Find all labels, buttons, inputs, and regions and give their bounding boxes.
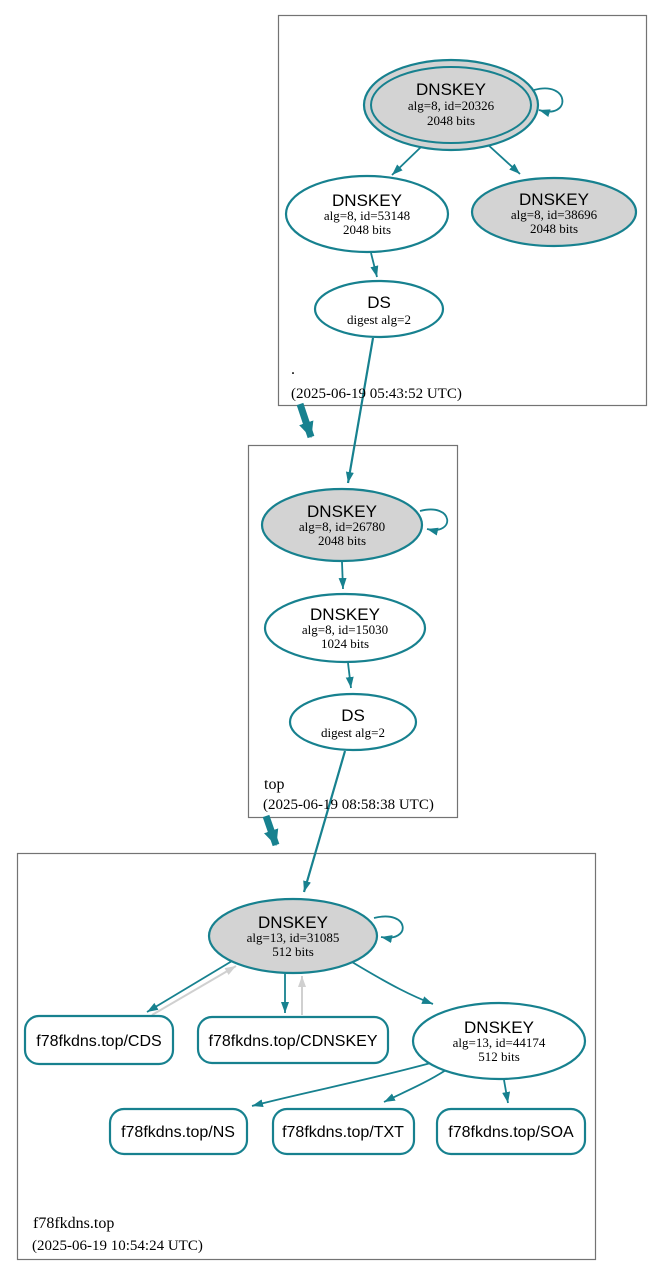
node-f78-ksk-alg: alg=13, id=31085: [247, 930, 340, 945]
zone-label-top: top: [264, 776, 284, 793]
node-f78-rrset-soa: f78fkdns.top/SOA: [435, 1107, 587, 1156]
node-root-ds-shape: [313, 279, 445, 339]
node-root-zsk-title: DNSKEY: [332, 191, 402, 210]
node-top-zsk-size: 1024 bits: [321, 636, 369, 651]
delegation-arrow-top-to-f78fkdns: [262, 814, 280, 847]
edge-f78-zsk-to-ns: [251, 1060, 439, 1108]
node-f78-cdnskey-label: f78fkdns.top/CDNSKEY: [209, 1033, 378, 1050]
edge-root-ksk-to-ksk2: [485, 142, 521, 175]
delegation-arrow-root-to-top: [296, 402, 315, 439]
node-root-ksk-outer-ring: [362, 58, 540, 152]
node-f78-zsk-alg: alg=13, id=44174: [453, 1035, 546, 1050]
node-f78-rrset-txt: f78fkdns.top/TXT: [271, 1107, 416, 1156]
zone-timestamp-top: (2025-06-19 08:58:38 UTC): [263, 797, 434, 813]
node-f78-zsk-shape: [411, 1001, 587, 1081]
node-top-zsk-title: DNSKEY: [310, 605, 380, 624]
node-f78-ns-label: f78fkdns.top/NS: [121, 1124, 235, 1141]
node-f78-ksk-size: 512 bits: [272, 944, 314, 959]
edge-f78-cds-to-ksk-gray: [151, 965, 237, 1016]
node-f78-txt-shape: [271, 1107, 416, 1156]
node-root-ksk-alg: alg=8, id=20326: [408, 98, 495, 113]
node-root-zsk-dnskey-53148: DNSKEY alg=8, id=53148 2048 bits: [284, 174, 450, 254]
node-f78-cds-label: f78fkdns.top/CDS: [36, 1033, 161, 1050]
node-top-ksk-shape: [260, 487, 424, 563]
node-top-ds-title: DS: [341, 706, 365, 725]
node-root-ds-title: DS: [367, 293, 391, 312]
node-f78-rrset-cdnskey: f78fkdns.top/CDNSKEY: [196, 1015, 390, 1065]
self-loop-root-ksk: [533, 87, 564, 118]
node-root-ksk2-title: DNSKEY: [519, 190, 589, 209]
node-f78-zsk-title: DNSKEY: [464, 1018, 534, 1037]
node-f78-soa-label: f78fkdns.top/SOA: [448, 1124, 574, 1141]
node-root-ksk-dnskey-20326: DNSKEY alg=8, id=20326 2048 bits: [362, 58, 540, 152]
node-top-ksk-size: 2048 bits: [318, 533, 366, 548]
edge-f78-zsk-to-soa: [502, 1079, 511, 1104]
node-root-zsk-size: 2048 bits: [343, 222, 391, 237]
node-root-ksk2-shape: [470, 176, 638, 248]
node-root-ksk-size: 2048 bits: [427, 113, 475, 128]
edge-top-ds-to-f78fkdns-dnskey: [302, 750, 347, 893]
edge-root-ds-to-top-dnskey: [345, 337, 375, 484]
node-top-ksk-dnskey-26780: DNSKEY alg=8, id=26780 2048 bits: [260, 487, 424, 563]
edge-f78-zsk-to-txt: [383, 1069, 447, 1103]
node-top-ds: DS digest alg=2: [288, 692, 418, 752]
node-f78-ksk-shape: [207, 897, 379, 975]
node-f78-cdnskey-shape: [196, 1015, 390, 1065]
node-top-ds-alg: digest alg=2: [321, 725, 385, 740]
node-top-zsk-shape: [263, 592, 427, 664]
node-f78-zsk-size: 512 bits: [478, 1049, 520, 1064]
zone-timestamp-root: (2025-06-19 05:43:52 UTC): [291, 386, 462, 402]
node-root-ksk-title: DNSKEY: [416, 80, 486, 99]
self-loop-f78-ksk: [373, 915, 404, 944]
edge-top-zsk-to-ds: [345, 662, 354, 689]
zone-timestamp-f78fkdns-top: (2025-06-19 10:54:24 UTC): [32, 1238, 203, 1254]
node-top-ksk-alg: alg=8, id=26780: [299, 519, 385, 534]
zone-box-f78fkdns-top: [16, 852, 597, 1261]
node-f78-ksk-title: DNSKEY: [258, 913, 328, 932]
node-f78-ksk-dnskey-31085: DNSKEY alg=13, id=31085 512 bits: [207, 897, 379, 975]
node-f78-txt-label: f78fkdns.top/TXT: [282, 1124, 404, 1141]
node-root-ds-alg: digest alg=2: [347, 312, 411, 327]
edge-root-ksk-to-zsk: [391, 146, 422, 176]
node-root-ksk-inner-ring: [370, 66, 532, 144]
edge-f78-ksk-to-cds: [146, 960, 233, 1013]
node-root-ds: DS digest alg=2: [313, 279, 445, 339]
node-root-ksk2-size: 2048 bits: [530, 221, 578, 236]
node-f78-soa-shape: [435, 1107, 587, 1156]
edge-top-ksk-to-zsk: [338, 561, 347, 590]
edge-root-zsk-to-ds: [370, 252, 379, 278]
edge-f78-ksk-to-zsk: [351, 961, 434, 1005]
node-f78-cds-shape: [23, 1014, 175, 1066]
node-f78-rrset-cds: f78fkdns.top/CDS: [23, 1014, 175, 1066]
node-root-ksk2-dnskey-38696: DNSKEY alg=8, id=38696 2048 bits: [470, 176, 638, 248]
node-f78-ns-shape: [108, 1107, 249, 1156]
node-top-ds-shape: [288, 692, 418, 752]
node-top-zsk-alg: alg=8, id=15030: [302, 622, 388, 637]
zone-box-root: [277, 14, 648, 407]
node-top-zsk-dnskey-15030: DNSKEY alg=8, id=15030 1024 bits: [263, 592, 427, 664]
zone-label-f78fkdns-top: f78fkdns.top: [33, 1215, 114, 1232]
node-root-ksk2-alg: alg=8, id=38696: [511, 207, 598, 222]
node-f78-rrset-ns: f78fkdns.top/NS: [108, 1107, 249, 1156]
node-f78-zsk-dnskey-44174: DNSKEY alg=13, id=44174 512 bits: [411, 1001, 587, 1081]
zone-label-root: .: [291, 361, 295, 378]
zone-box-top: [247, 444, 459, 819]
node-root-zsk-alg: alg=8, id=53148: [324, 208, 410, 223]
self-loop-top-ksk: [419, 508, 449, 536]
node-top-ksk-title: DNSKEY: [307, 502, 377, 521]
node-root-zsk-shape: [284, 174, 450, 254]
